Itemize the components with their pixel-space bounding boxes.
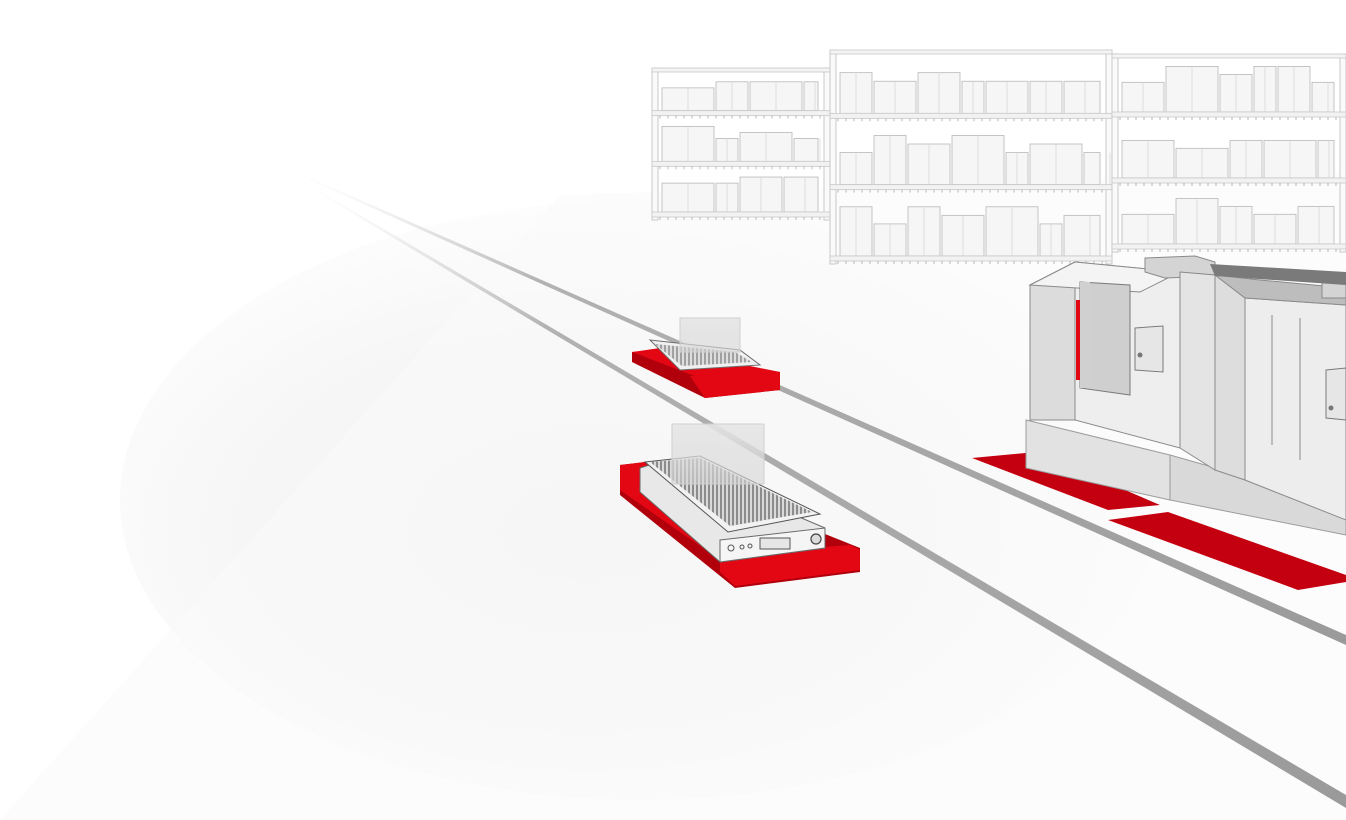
rack-section-3 <box>1111 53 1346 253</box>
agv-button-icon <box>727 544 735 552</box>
rack-section-2 <box>829 49 1113 265</box>
floor-zones <box>972 452 1346 590</box>
handle-icon-2 <box>1328 405 1334 411</box>
rack-section-1 <box>651 67 831 221</box>
agv-display <box>759 537 791 550</box>
guide-track-upper <box>270 160 1346 645</box>
guide-tracks <box>270 160 1346 808</box>
floor-zone-2 <box>1108 512 1346 590</box>
floor-zone-1 <box>972 452 1160 510</box>
payload-box-front <box>671 423 765 485</box>
agv-emergency-stop-icon <box>810 533 822 545</box>
cnc-machine-1 <box>1028 255 1216 471</box>
agv-front <box>620 423 860 588</box>
door-accent <box>1076 300 1080 380</box>
control-panel <box>1134 325 1164 373</box>
cnc-machine-2 <box>1213 273 1346 521</box>
handle-icon <box>1137 352 1143 358</box>
payload-box-rear <box>679 317 741 353</box>
storage-racks <box>651 49 1346 265</box>
agv-rear <box>632 317 780 398</box>
guide-track-lower <box>280 168 1346 808</box>
cnc-machine-line <box>1025 255 1346 536</box>
